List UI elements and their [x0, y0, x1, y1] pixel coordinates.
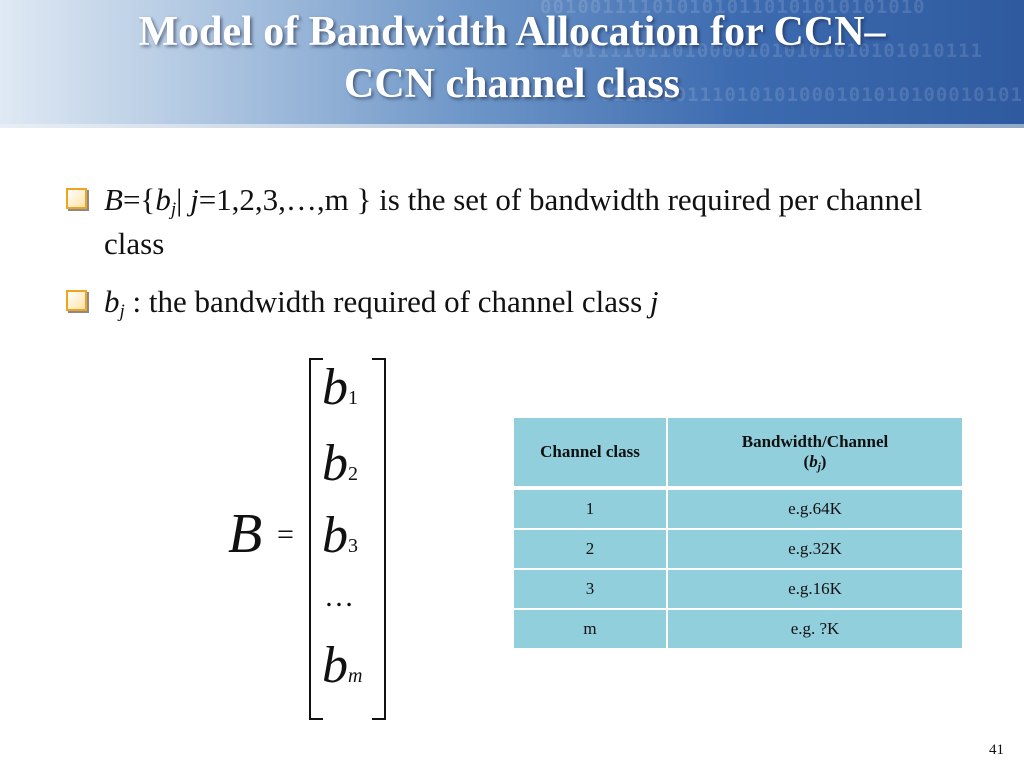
cell-channel-class: m: [512, 608, 668, 650]
set-open-brace: ={: [122, 182, 156, 217]
cell-channel-class: 1: [512, 486, 668, 530]
set-element-subscript: j: [170, 199, 177, 220]
bullet-term-definition: bj : the bandwidth required of channel c…: [66, 280, 966, 324]
vector-entry-2: b2: [322, 435, 358, 492]
title-banner: 0010011110101010110101010101010 10111101…: [0, 0, 1024, 124]
table-row: 1 e.g.64K: [512, 486, 964, 530]
table-row: 2 e.g.32K: [512, 528, 964, 570]
table-row: m e.g. ?K: [512, 608, 964, 650]
set-bar: |: [176, 182, 191, 217]
channel-bandwidth-table: Channel class Bandwidth/Channel (bj) 1 e…: [512, 416, 964, 650]
table-header-row: Channel class Bandwidth/Channel (bj): [512, 416, 964, 489]
set-range: =1,2,3,…,m }: [198, 182, 372, 217]
checkbox-bullet-icon: [66, 290, 87, 311]
set-index: j: [190, 182, 199, 217]
checkbox-bullet-icon: [66, 188, 87, 209]
equation-equals: =: [277, 518, 294, 551]
term-subscript: j: [119, 301, 125, 322]
cell-channel-class: 3: [512, 568, 668, 610]
header-bandwidth: Bandwidth/Channel (bj): [666, 416, 964, 489]
equation-lhs: B: [228, 503, 263, 565]
vector-entry-3: b3: [322, 507, 358, 564]
slide-title: Model of Bandwidth Allocation for CCN– C…: [0, 6, 1024, 110]
header-divider: [0, 124, 1024, 128]
set-description: is the set of bandwidth required per cha…: [104, 182, 923, 261]
page-number: 41: [989, 742, 1004, 758]
slide-title-line-1: Model of Bandwidth Allocation for CCN–: [138, 9, 886, 55]
cell-bandwidth: e.g.64K: [666, 486, 964, 530]
right-bracket: [372, 358, 386, 720]
table-row: 3 e.g.16K: [512, 568, 964, 610]
cell-bandwidth: e.g.32K: [666, 528, 964, 570]
bullet-set-definition: B={bj| j=1,2,3,…,m } is the set of bandw…: [66, 178, 966, 266]
cell-bandwidth: e.g.16K: [666, 568, 964, 610]
left-bracket: [309, 358, 323, 720]
binary-pattern-row-3: 01101001110101010001010101000101010101: [600, 84, 1024, 106]
bullet-list: B={bj| j=1,2,3,…,m } is the set of bandw…: [66, 178, 966, 338]
set-element: b: [155, 182, 171, 217]
vector-entry-ellipsis: …: [324, 580, 354, 613]
cell-channel-class: 2: [512, 528, 668, 570]
term-symbol: b: [104, 284, 120, 319]
term-description: : the bandwidth required of channel clas…: [124, 284, 650, 319]
set-symbol: B: [104, 182, 123, 217]
vector-entry-1: b1: [322, 359, 358, 416]
vector-entry-m: bm: [322, 637, 363, 694]
cell-bandwidth: e.g. ?K: [666, 608, 964, 650]
term-tail: j: [649, 284, 659, 319]
binary-pattern-row-1: 0010011110101010110101010101010: [540, 0, 926, 18]
header-channel-class: Channel class: [512, 416, 668, 489]
slide-title-line-2: CCN channel class: [343, 61, 681, 107]
binary-pattern-row-2: 1011110110100001010101010101010111: [560, 40, 983, 62]
